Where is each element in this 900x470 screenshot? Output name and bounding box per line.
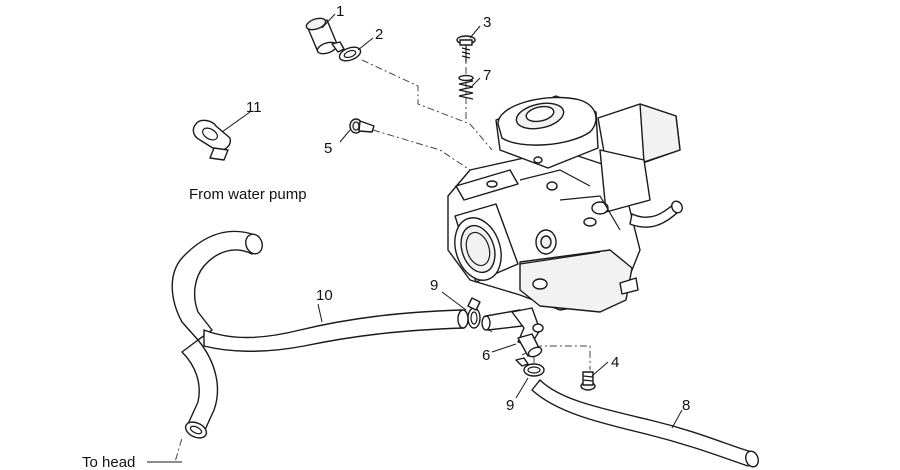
part-2-clamp	[331, 41, 362, 62]
part-11-clip	[192, 119, 231, 161]
label-part-11: 11	[246, 99, 262, 116]
label-part-8: 8	[682, 397, 690, 414]
part-4-screw	[580, 371, 596, 391]
label-part-4: 4	[611, 354, 619, 371]
part-3-screw	[456, 35, 476, 62]
annotation-to-head: To head	[82, 454, 135, 470]
part-10-y-hose	[171, 230, 469, 439]
label-part-3: 3	[483, 14, 491, 31]
part-6-elbow-fitting	[481, 307, 544, 358]
label-part-6: 6	[482, 347, 490, 364]
label-part-7: 7	[483, 67, 491, 84]
part-9-clamp-lower	[515, 357, 545, 377]
label-part-9-lower: 9	[506, 397, 514, 414]
carburetor-assembly	[447, 95, 683, 313]
part-labels: 1 2 3 7 11 5 10 9 6 4 9 8	[246, 3, 690, 414]
part-5-screw	[349, 118, 375, 134]
part-8-hose	[531, 379, 759, 468]
label-part-9-upper: 9	[430, 277, 438, 294]
label-part-10: 10	[316, 287, 333, 304]
part-7-spring	[458, 74, 474, 100]
callout-leaders	[147, 13, 683, 463]
part-1-cap	[305, 17, 338, 55]
label-part-2: 2	[375, 26, 383, 43]
label-part-5: 5	[324, 140, 332, 157]
annotation-from-water-pump: From water pump	[189, 186, 307, 203]
label-part-1: 1	[336, 3, 344, 20]
part-9-clamp-upper	[467, 297, 481, 329]
